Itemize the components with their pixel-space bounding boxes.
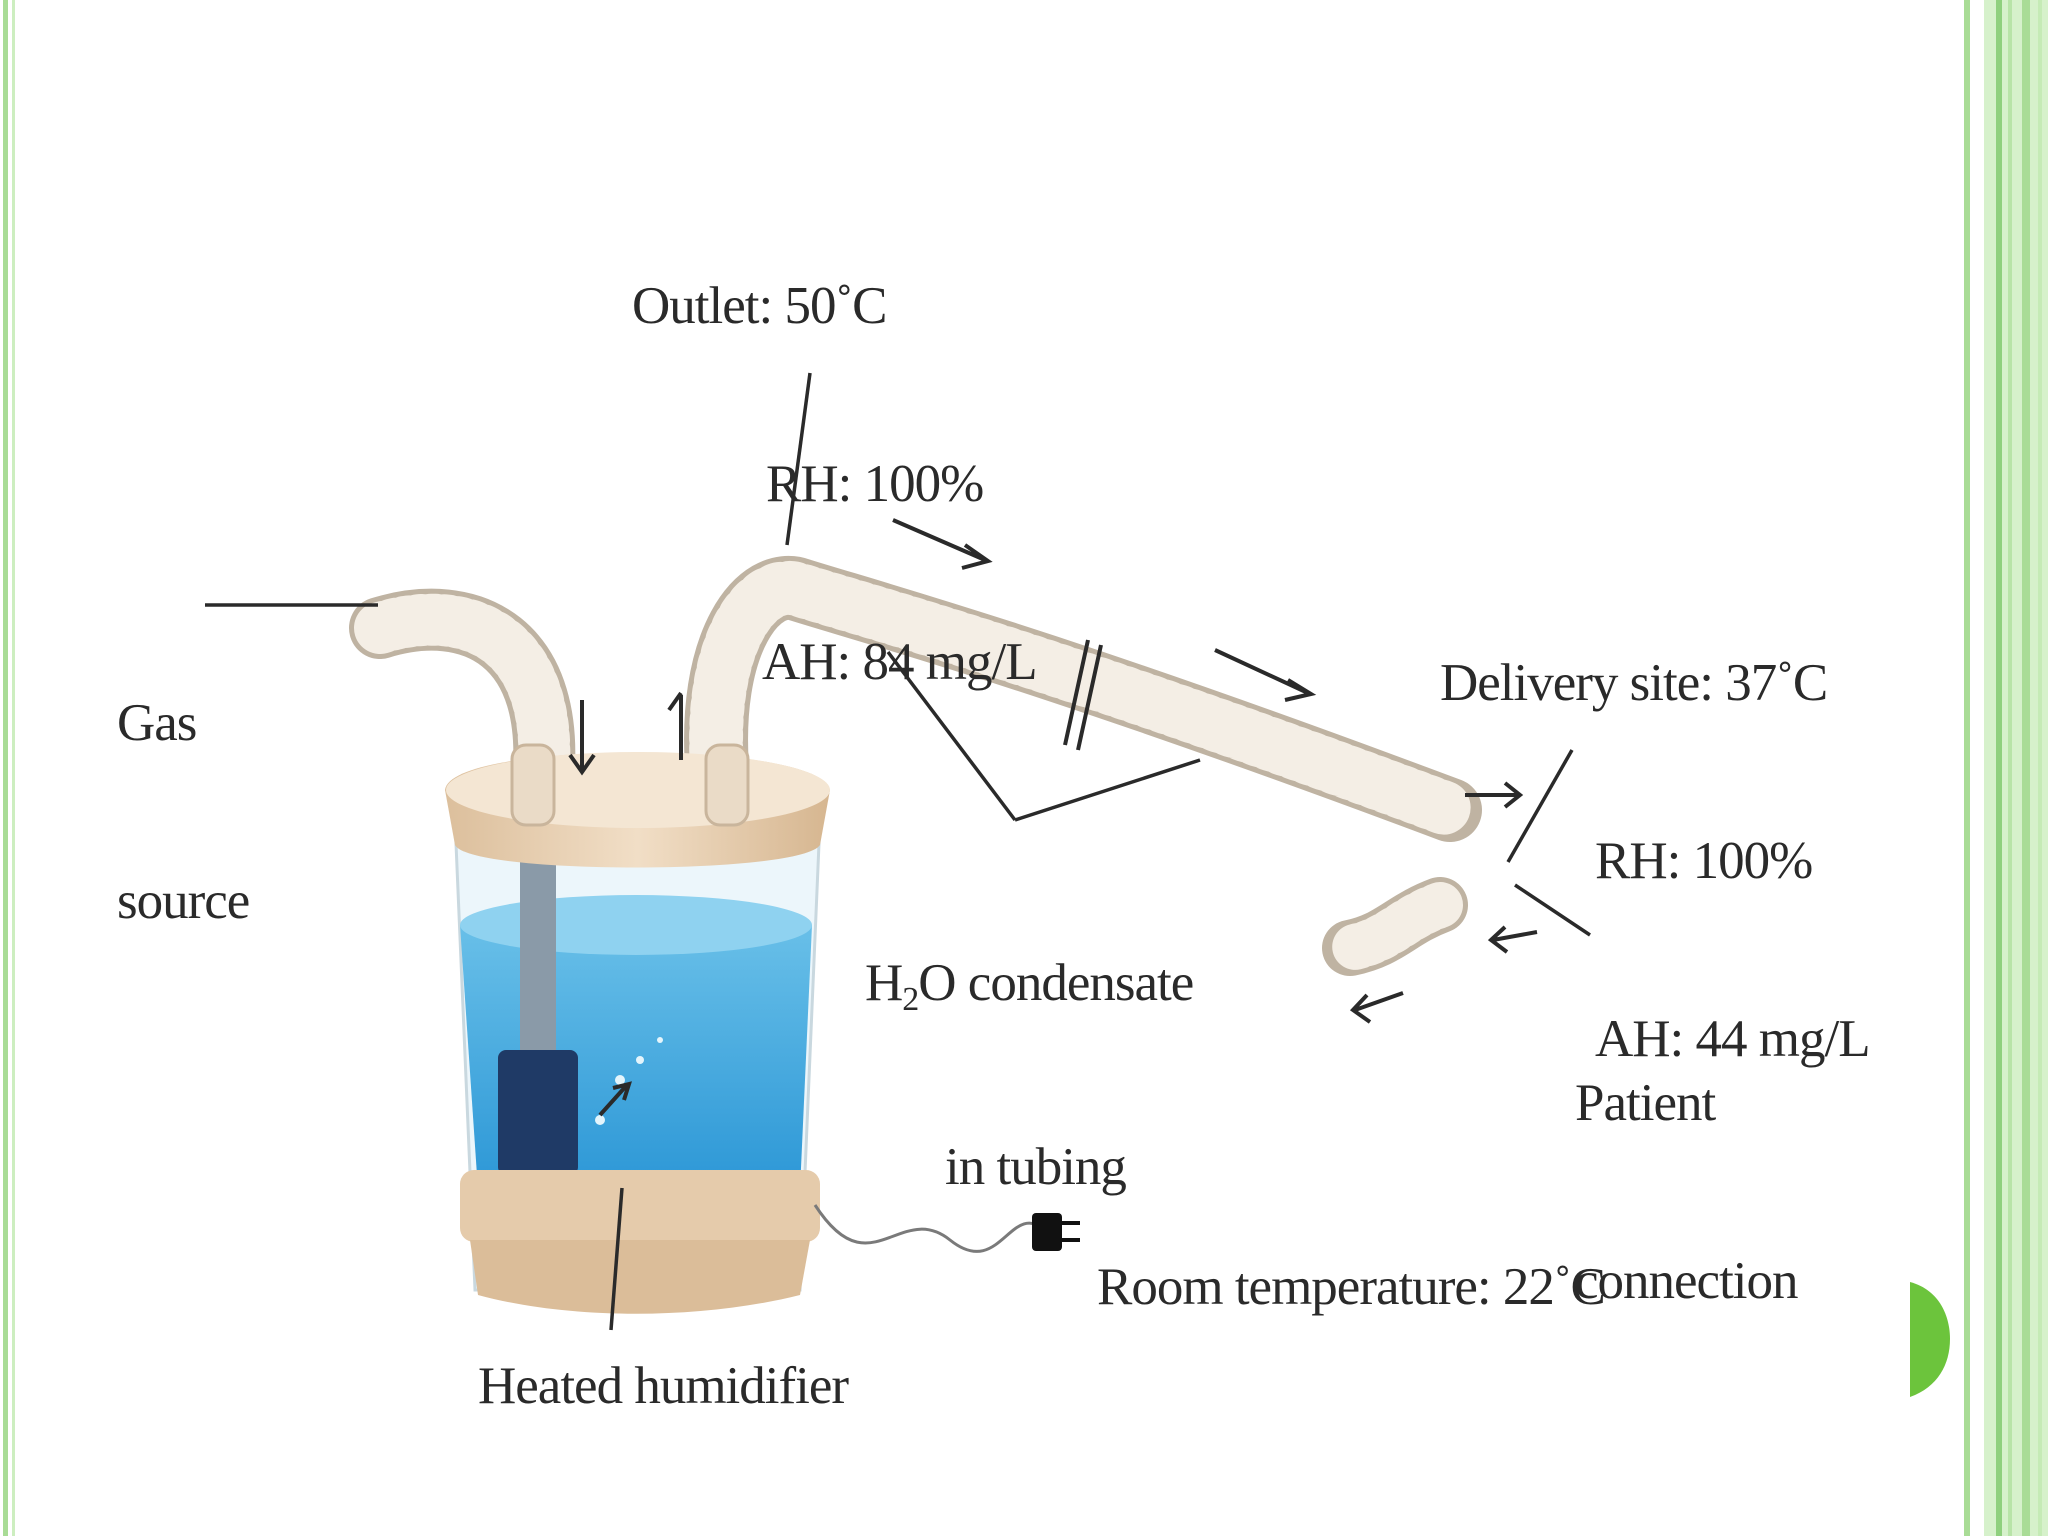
heated-humidifier-label: Heated humidifier — [478, 1357, 849, 1415]
room-temperature-label: Room temperature: 22˚C — [1097, 1258, 1606, 1316]
return-tube — [1322, 877, 1468, 976]
flow-arrow-icon — [568, 518, 1538, 1117]
power-plug-icon — [1032, 1213, 1080, 1251]
delivery-ah: AH: 44 mg/L — [1595, 1009, 1871, 1068]
patient-connection-label: Patient connection — [1575, 955, 1799, 1371]
delivery-site-label: Delivery site: 37˚C RH: 100% AH: 44 mg/L — [1440, 535, 1871, 1129]
leader-lines — [205, 372, 1591, 1331]
outlet-rh: RH: 100% — [766, 454, 984, 513]
slide-tab-marker — [1910, 1282, 1950, 1397]
outlet-tube — [684, 556, 1482, 842]
condensate-h: H — [865, 953, 903, 1012]
delivery-rh: RH: 100% — [1595, 831, 1813, 890]
outlet-label: Outlet: 50˚C RH: 100% AH: 84 mg/L — [632, 158, 1038, 752]
delivery-temperature: Delivery site: 37˚C — [1440, 653, 1828, 712]
condensate-subscript: 2 — [902, 980, 919, 1018]
outlet-ah: AH: 84 mg/L — [762, 632, 1038, 691]
condensate-label: H2O condensate in tubing — [865, 835, 1194, 1256]
condensate-text: O condensate — [918, 953, 1194, 1012]
outlet-temperature: Outlet: 50˚C — [632, 276, 887, 335]
gas-label: Gas — [117, 693, 197, 752]
gas-source-label: Gas source — [117, 575, 250, 991]
slide-frame-left — [0, 0, 22, 1536]
slide-frame-right — [1956, 0, 2048, 1536]
humidifier-chamber — [445, 743, 830, 1314]
condensate-line2: in tubing — [945, 1137, 1127, 1196]
power-cord — [813, 1204, 1046, 1253]
gas-inlet-tube — [349, 588, 576, 821]
patient-label: Patient — [1575, 1073, 1716, 1132]
connection-label: connection — [1575, 1251, 1799, 1310]
tube-break-mark — [1063, 639, 1103, 751]
source-label: source — [117, 871, 250, 930]
